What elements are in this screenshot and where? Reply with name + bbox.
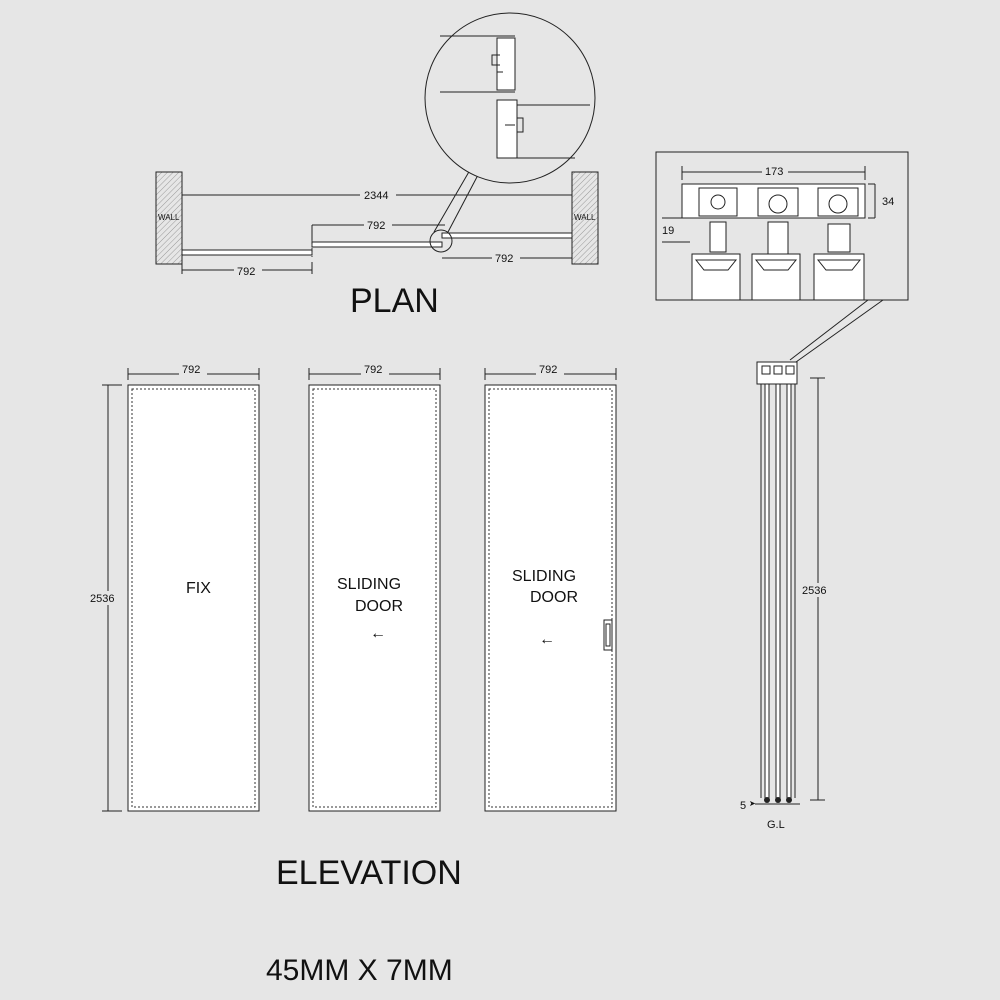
dim-panel-2-bg [361, 362, 389, 376]
door-profile-2 [751, 253, 801, 301]
panel-sliding-1-arrow: ← [370, 625, 386, 642]
wall-left-label: WALL [158, 213, 180, 222]
section-head-roller-2 [773, 365, 783, 375]
detail-profile-a-inner [491, 54, 503, 82]
section-door-1 [764, 383, 770, 799]
detail-profile-a [496, 37, 516, 91]
door-handle [603, 619, 613, 651]
detail-callout-large [424, 12, 596, 184]
section-view: 173 34 19 [655, 151, 909, 831]
panel-sliding-1-label-1: SLIDING [337, 576, 401, 593]
section-head-roller-3 [785, 365, 795, 375]
door-handle-grip [605, 623, 611, 647]
elevation-view: 792 FIX 792 SLIDING DOOR ← 792 SLIDING D… [88, 362, 617, 892]
dim-detail-width-text: 173 [765, 166, 783, 178]
dim-panel-3-text: 792 [539, 364, 557, 376]
dim-right-text: 792 [495, 253, 513, 265]
detail-leader-2 [433, 169, 471, 233]
dim-section-height-text: 2536 [802, 585, 826, 597]
dim-detail-depth-text: 19 [662, 225, 674, 237]
dim-panel-2-text: 792 [364, 364, 382, 376]
hanger-3 [827, 223, 851, 253]
wall-right [571, 171, 599, 265]
panel-fix-label: FIX [186, 580, 211, 597]
panel-sliding-2-label-1: SLIDING [512, 568, 576, 585]
dim-right-bg [492, 251, 520, 265]
panel-sliding-1 [308, 384, 441, 812]
plan-panel-sliding-2 [441, 232, 573, 239]
door-profile-1-inner [694, 259, 738, 271]
panel-sliding-2-arrow: ← [539, 631, 555, 648]
door-profile-3 [813, 253, 865, 301]
dim-panel-1-bg [179, 362, 207, 376]
section-head [756, 361, 798, 385]
profile-spec: 45MM X 7MM [266, 954, 453, 987]
plan-panel-sliding-1 [311, 241, 443, 248]
dim-height-bg [88, 591, 122, 605]
roller-3 [828, 194, 848, 214]
dim-left-bg [234, 264, 262, 278]
panel-sliding-2 [484, 384, 617, 812]
elevation-title: ELEVATION [276, 854, 462, 892]
dim-panel-1-text: 792 [182, 364, 200, 376]
door-profile-1 [691, 253, 741, 301]
roller-1 [710, 194, 726, 210]
plan-view: WALL WALL 2344 792 792 792 [155, 12, 599, 320]
dim-detail-height-text: 34 [882, 196, 894, 208]
bottom-guide-3 [786, 797, 792, 803]
section-door-2 [775, 383, 781, 799]
panel-sliding-1-inner [312, 388, 437, 808]
wall-left [155, 171, 183, 265]
dim-detail-width-bg [762, 164, 788, 178]
dim-left-text: 792 [237, 266, 255, 278]
section-leader-2 [789, 299, 869, 361]
roller-2 [768, 194, 788, 214]
dim-middle-bg [364, 218, 392, 232]
panel-fix-inner [131, 388, 256, 808]
track-channel-3 [817, 187, 859, 217]
panel-fix [127, 384, 260, 812]
track-channel-2 [757, 187, 799, 217]
bottom-gap-text: 5 [740, 800, 746, 812]
bottom-guide-1 [764, 797, 770, 803]
plan-panel-fix [181, 249, 313, 256]
hanger-2 [767, 221, 789, 255]
detail-profile-b-inner [505, 117, 524, 133]
door-profile-2-inner [754, 259, 798, 271]
detail-profile-b [496, 99, 518, 159]
panel-sliding-1-label-2: DOOR [355, 598, 403, 615]
ground-level-label: G.L [767, 819, 785, 831]
track-channel-1 [698, 187, 738, 217]
section-door-3 [786, 383, 792, 799]
plan-title: PLAN [350, 282, 439, 320]
bottom-gap-arrow: ➤ [749, 799, 756, 808]
panel-sliding-2-label-2: DOOR [530, 589, 578, 606]
hanger-1 [709, 221, 727, 253]
bottom-guide-2 [775, 797, 781, 803]
dim-total-text: 2344 [364, 190, 388, 202]
dim-total-bg [360, 188, 396, 202]
section-head-roller-1 [761, 365, 771, 375]
dim-height-text: 2536 [90, 593, 114, 605]
panel-sliding-2-inner [488, 388, 613, 808]
dim-middle-text: 792 [367, 220, 385, 232]
dim-panel-3-bg [536, 362, 564, 376]
wall-right-label: WALL [574, 213, 596, 222]
dim-section-height-bg [800, 583, 834, 597]
detail-callout-small [429, 229, 453, 253]
detail-leader-1 [447, 174, 479, 233]
door-profile-3-inner [816, 259, 862, 271]
section-leader-1 [795, 299, 884, 363]
